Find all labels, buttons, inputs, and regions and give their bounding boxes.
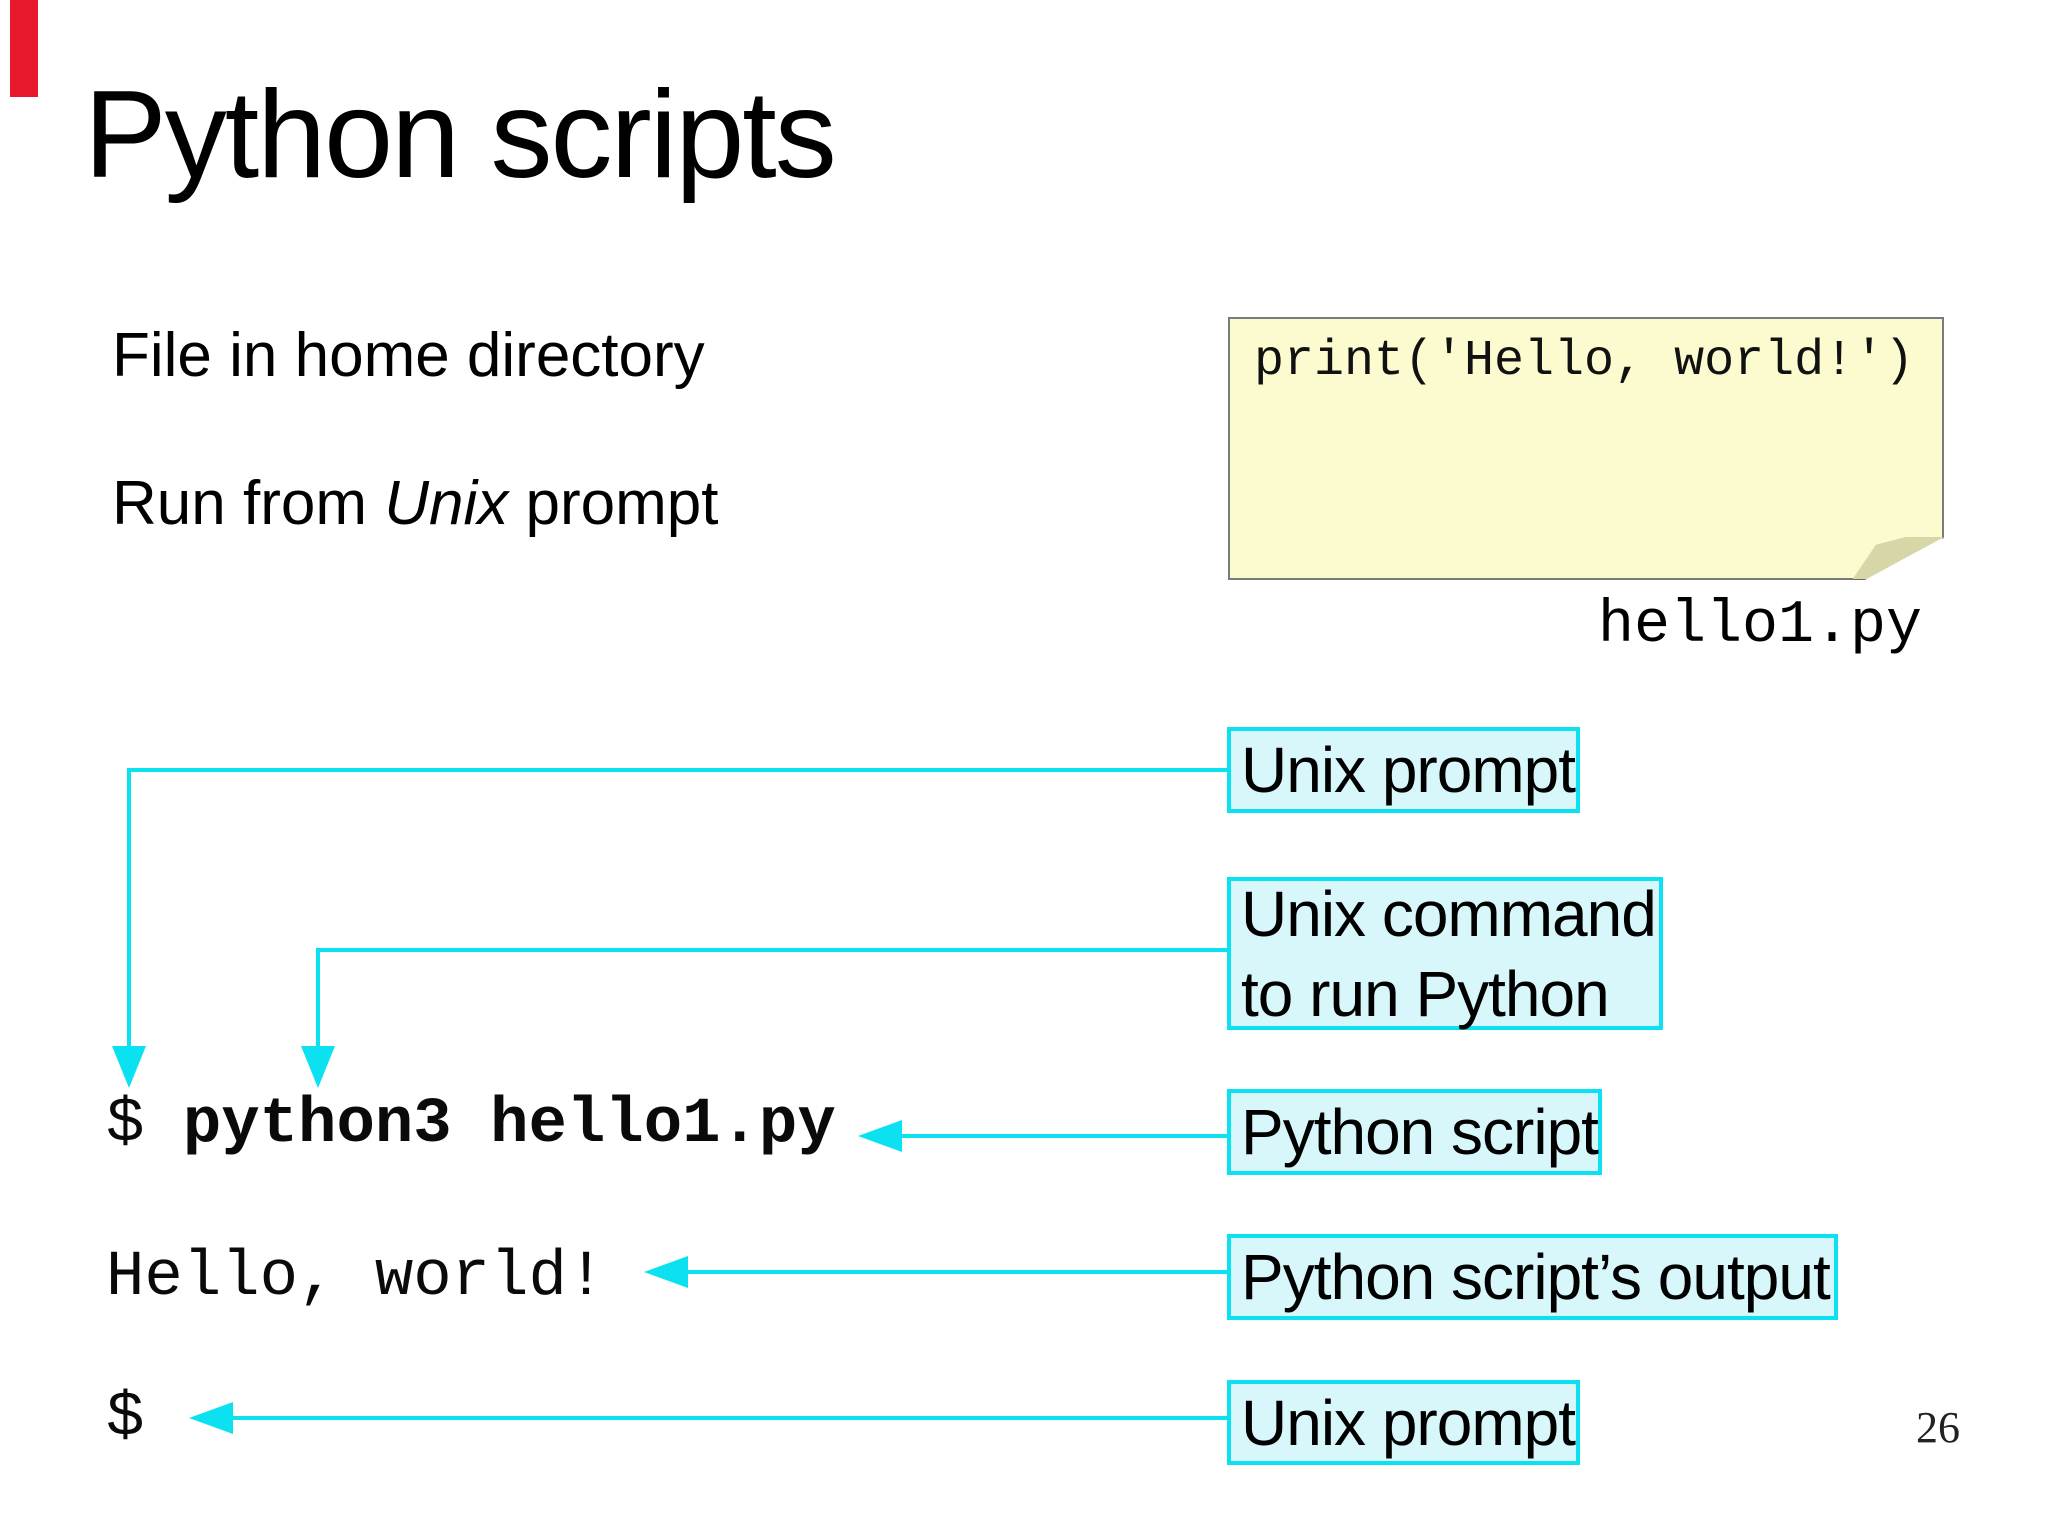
callout-label-line2: to run Python: [1241, 957, 1610, 1030]
callout-unix-prompt-top: Unix prompt: [1227, 727, 1580, 813]
connector-unix-prompt-top-vertical: [127, 768, 131, 1048]
callout-script-output: Python script’s output: [1227, 1234, 1838, 1320]
connector-unix-prompt-top-horizontal: [127, 768, 1227, 772]
red-marker-bar: [10, 0, 38, 97]
terminal-command-line: $ python3 hello1.py: [106, 1093, 836, 1157]
note-filename: hello1.py: [1597, 592, 1922, 660]
callout-unix-command: Unix command to run Python: [1227, 877, 1663, 1030]
terminal-command: python3 hello1.py: [182, 1089, 836, 1161]
callout-label: Unix prompt: [1241, 1386, 1576, 1459]
connector-python-script-line: [898, 1134, 1227, 1138]
callout-label: Unix prompt: [1241, 734, 1576, 806]
intro-run-italic: Unix: [384, 469, 509, 538]
terminal-prompt-line: $: [106, 1383, 145, 1455]
arrowhead-down-command: [301, 1046, 335, 1088]
callout-unix-prompt-bottom: Unix prompt: [1227, 1380, 1580, 1465]
connector-unix-command-horizontal: [316, 948, 1227, 952]
arrowhead-down-prompt: [112, 1046, 146, 1088]
arrowhead-left-prompt-bottom: [189, 1402, 233, 1434]
callout-label: Python script’s output: [1241, 1241, 1831, 1313]
intro-line-file: File in home directory: [112, 321, 705, 390]
intro-run-suffix: prompt: [508, 469, 719, 538]
arrowhead-left-output: [644, 1256, 688, 1288]
terminal-prompt-symbol: $: [106, 1089, 183, 1161]
code-text: print('Hello, world!'): [1254, 333, 1915, 390]
callout-label: Python script: [1241, 1096, 1599, 1168]
page-number: 26: [1916, 1403, 1960, 1452]
code-note: print('Hello, world!'): [1228, 317, 1944, 580]
connector-unix-prompt-bottom-line: [229, 1416, 1227, 1420]
page-title: Python scripts: [84, 66, 837, 204]
connector-unix-command-vertical: [316, 948, 320, 1048]
arrowhead-left-script: [858, 1120, 902, 1152]
callout-python-script: Python script: [1227, 1089, 1602, 1175]
intro-run-prefix: Run from: [112, 469, 385, 538]
intro-line-run: Run from Unix prompt: [112, 469, 719, 538]
callout-label-line1: Unix command: [1241, 877, 1657, 950]
connector-script-output-line: [684, 1270, 1227, 1274]
terminal-output-line: Hello, world!: [106, 1242, 606, 1314]
